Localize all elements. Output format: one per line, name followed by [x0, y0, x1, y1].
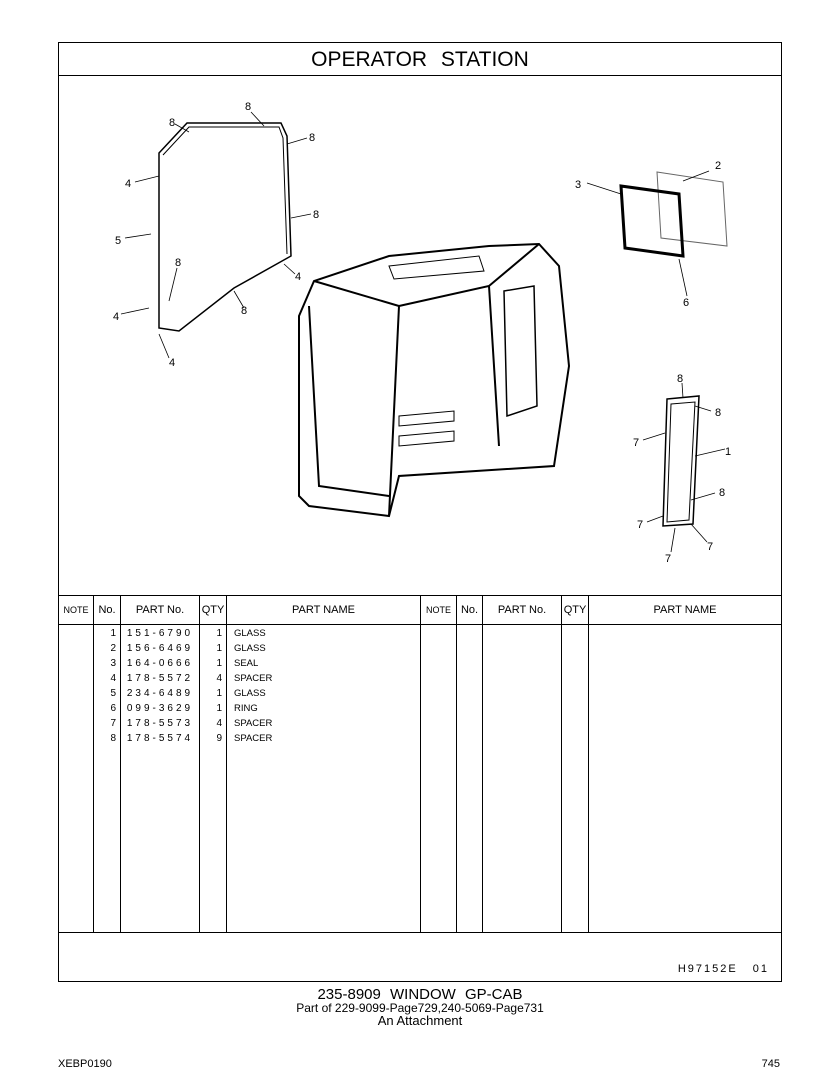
callout-4: 4 — [169, 357, 175, 369]
table-cell-name: SPACER — [234, 673, 273, 684]
callout-4: 4 — [113, 311, 119, 323]
table-cell-part-no: 164-0666 — [126, 658, 194, 669]
table-cell-part-no: 099-3629 — [126, 703, 194, 714]
table-cell-no: 1 — [110, 628, 116, 639]
table-cell-name: SPACER — [234, 718, 273, 729]
callout-8: 8 — [715, 407, 721, 419]
table-cell-qty: 1 — [216, 643, 222, 654]
glass-2 — [656, 171, 728, 247]
callout-7: 7 — [633, 437, 639, 449]
col-note-2: NOTE — [421, 596, 457, 932]
group-title: 235-8909 WINDOW GP-CAB — [317, 986, 523, 1003]
table-cell-name: GLASS — [234, 628, 266, 639]
table-cell-qty: 1 — [216, 688, 222, 699]
table-cell-no: 3 — [110, 658, 116, 669]
table-cell-qty: 4 — [216, 718, 222, 729]
table-cell-part-no: 178-5573 — [126, 718, 194, 729]
table-cell-no: 4 — [110, 673, 116, 684]
table-cell-name: GLASS — [234, 688, 266, 699]
callout-8: 8 — [313, 209, 319, 221]
callout-8: 8 — [175, 257, 181, 269]
callout-4: 4 — [295, 271, 301, 283]
table-cell-part-no: 156-6469 — [126, 643, 194, 654]
footer: 235-8909 WINDOW GP-CAB Part of 229-9099-… — [0, 987, 840, 1027]
callout-8: 8 — [169, 117, 175, 129]
table-cell-no: 7 — [110, 718, 116, 729]
table-cell-no: 2 — [110, 643, 116, 654]
callout-5: 5 — [115, 235, 121, 247]
col-note: NOTE — [59, 596, 94, 932]
table-cell-name: GLASS — [234, 643, 266, 654]
seal-3 — [619, 184, 685, 258]
table-cell-qty: 1 — [216, 658, 222, 669]
callout-8: 8 — [309, 132, 315, 144]
glass-5 — [158, 122, 292, 332]
parts-frame: OPERATOR STATION 8 8 8 4 5 8 4 8 8 4 — [58, 42, 782, 982]
glass-1 — [662, 395, 700, 527]
callout-7: 7 — [665, 553, 671, 565]
callout-6: 6 — [683, 297, 689, 309]
table-cell-part-no: 178-5572 — [126, 673, 194, 684]
part-of-reference: Part of 229-9099-Page729,240-5069-Page73… — [296, 1001, 544, 1015]
attachment-label: An Attachment — [377, 1013, 463, 1028]
table-cell-part-no: 178-5574 — [126, 733, 194, 744]
table-cell-part-no: 234-6489 — [126, 688, 194, 699]
callout-7: 7 — [637, 519, 643, 531]
table-cell-qty: 9 — [216, 733, 222, 744]
document-id: XEBP0190 — [58, 1058, 112, 1070]
callout-3: 3 — [575, 179, 581, 191]
table-cell-qty: 1 — [216, 628, 222, 639]
callout-4: 4 — [125, 178, 131, 190]
drawing-code: H97152E 01 — [677, 963, 769, 975]
col-no-2: No. — [457, 596, 483, 932]
callout-2: 2 — [715, 160, 721, 172]
callout-1: 1 — [725, 446, 731, 458]
table-cell-qty: 4 — [216, 673, 222, 684]
exploded-parts-diagram: 8 8 8 4 5 8 4 8 8 4 4 3 2 6 8 8 7 1 8 7 7 7 — [113, 101, 731, 565]
page-title: OPERATOR STATION — [59, 43, 781, 76]
table-cell-name: SPACER — [234, 733, 273, 744]
page-number: 745 — [761, 1058, 780, 1070]
table-cell-name: RING — [234, 703, 258, 714]
cab-drawing — [298, 242, 571, 518]
callout-8: 8 — [241, 305, 247, 317]
table-cell-qty: 1 — [216, 703, 222, 714]
callout-8: 8 — [677, 373, 683, 385]
table-cell-no: 8 — [110, 733, 116, 744]
table-cell-part-no: 151-6790 — [126, 628, 194, 639]
col-part-name-2: PART NAME — [589, 596, 781, 932]
table-cell-no: 5 — [110, 688, 116, 699]
table-cell-name: SEAL — [234, 658, 259, 669]
parts-table: NOTE No. 1 2 3 4 5 6 7 8 PART No. 151-6790 156-6… — [59, 595, 781, 933]
callout-8: 8 — [245, 101, 251, 113]
callout-8: 8 — [719, 487, 725, 499]
col-qty-2: QTY — [562, 596, 589, 932]
callout-7: 7 — [707, 541, 713, 553]
col-part-no-2: PART No. — [483, 596, 562, 932]
table-cell-no: 6 — [110, 703, 116, 714]
